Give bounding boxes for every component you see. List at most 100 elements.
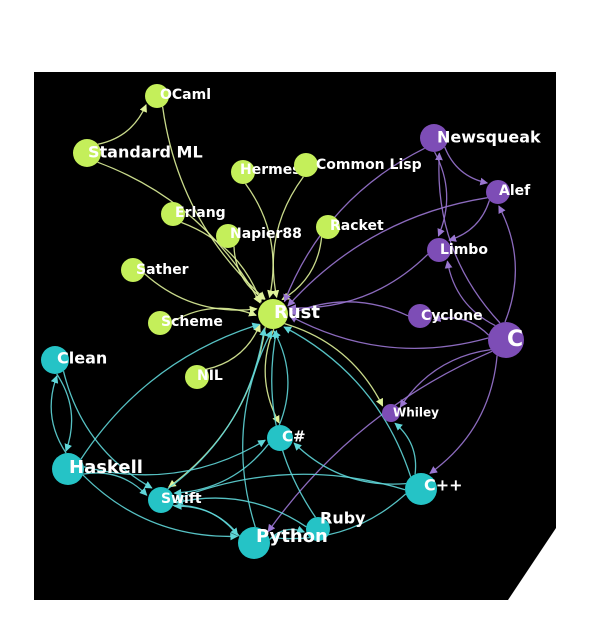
node-haskell: Haskell bbox=[52, 453, 143, 485]
node-limbo: Limbo bbox=[427, 238, 488, 262]
node-circle-csharp bbox=[267, 425, 293, 451]
node-csharp: C# bbox=[267, 425, 306, 451]
node-circle-common-lisp bbox=[294, 153, 318, 177]
edge-python-to-swift bbox=[173, 502, 241, 537]
edge-c-to-python bbox=[267, 350, 493, 533]
edge-hermes-to-rust bbox=[244, 183, 275, 299]
node-circle-newsqueak bbox=[420, 124, 448, 152]
edge-cpp-to-swift bbox=[175, 473, 406, 501]
node-hermes: Hermes bbox=[231, 160, 301, 184]
node-ocaml: OCaml bbox=[145, 84, 211, 108]
node-label-common-lisp: Common Lisp bbox=[316, 157, 422, 173]
edge-alef-to-rust bbox=[287, 197, 488, 307]
edge-newsqueak-to-rust bbox=[283, 147, 425, 303]
edge-csharp-to-swift bbox=[173, 443, 270, 497]
edge-erlang-to-rust bbox=[181, 221, 263, 303]
node-common-lisp: Common Lisp bbox=[294, 153, 422, 177]
node-circle-whiley bbox=[382, 404, 400, 422]
edge-layer bbox=[50, 104, 516, 543]
node-napier88: Napier88 bbox=[216, 224, 302, 248]
node-circle-ocaml bbox=[145, 84, 169, 108]
node-newsqueak: Newsqueak bbox=[420, 124, 541, 152]
node-rust: Rust bbox=[258, 299, 320, 329]
node-circle-rust bbox=[258, 299, 288, 329]
edge-ruby-to-swift bbox=[175, 497, 307, 528]
node-c: C bbox=[488, 322, 524, 358]
node-racket: Racket bbox=[316, 215, 384, 239]
node-python: Python bbox=[238, 526, 328, 559]
edge-common-lisp-to-rust bbox=[271, 176, 304, 299]
edge-haskell-to-rust bbox=[80, 322, 261, 460]
edge-csharp-to-rust bbox=[273, 330, 289, 426]
node-circle-erlang bbox=[161, 202, 185, 226]
node-circle-limbo bbox=[427, 238, 451, 262]
node-label-newsqueak: Newsqueak bbox=[437, 128, 541, 147]
edge-sather-to-rust bbox=[143, 273, 258, 314]
node-standard-ml: Standard ML bbox=[73, 139, 203, 167]
node-label-napier88: Napier88 bbox=[230, 226, 302, 242]
edge-haskell-to-clean bbox=[50, 375, 67, 454]
edge-napier88-to-rust bbox=[233, 246, 266, 300]
node-label-csharp: C# bbox=[282, 428, 306, 446]
edge-standard-ml-to-rust bbox=[97, 161, 261, 304]
edge-scheme-to-rust bbox=[171, 307, 257, 323]
node-ruby: Ruby bbox=[306, 509, 366, 541]
node-label-whiley: Whiley bbox=[393, 406, 439, 420]
node-cyclone: Cyclone bbox=[408, 304, 483, 328]
edge-nil-to-rust bbox=[206, 324, 261, 370]
node-circle-c bbox=[488, 322, 524, 358]
node-circle-napier88 bbox=[216, 224, 240, 248]
edge-haskell-to-csharp bbox=[83, 439, 266, 476]
node-label-rust: Rust bbox=[274, 302, 320, 323]
poster-background bbox=[34, 72, 556, 600]
edge-haskell-to-python bbox=[82, 474, 239, 541]
node-label-python: Python bbox=[256, 526, 328, 547]
node-circle-alef bbox=[486, 180, 510, 204]
node-swift: Swift bbox=[148, 487, 202, 513]
node-label-cyclone: Cyclone bbox=[421, 308, 483, 324]
node-circle-clean bbox=[41, 346, 69, 374]
node-label-limbo: Limbo bbox=[440, 242, 488, 258]
edge-standard-ml-to-ocaml bbox=[97, 104, 147, 145]
node-cpp: C++ bbox=[405, 473, 463, 505]
node-circle-python bbox=[238, 527, 270, 559]
node-label-nil: NIL bbox=[197, 368, 223, 384]
node-circle-cyclone bbox=[408, 304, 432, 328]
node-label-scheme: Scheme bbox=[161, 314, 223, 330]
node-label-swift: Swift bbox=[161, 491, 202, 507]
node-label-racket: Racket bbox=[330, 218, 384, 234]
edge-c-to-cyclone bbox=[432, 314, 490, 336]
node-circle-haskell bbox=[52, 453, 84, 485]
node-sather: Sather bbox=[121, 258, 189, 282]
edge-cpp-to-csharp bbox=[293, 442, 407, 485]
edge-newsqueak-to-alef bbox=[444, 146, 489, 186]
node-whiley: Whiley bbox=[382, 404, 439, 422]
node-circle-standard-ml bbox=[73, 139, 101, 167]
node-circle-sather bbox=[121, 258, 145, 282]
node-erlang: Erlang bbox=[161, 202, 226, 226]
edge-haskell-to-swift bbox=[83, 472, 148, 496]
node-label-standard-ml: Standard ML bbox=[88, 143, 203, 162]
node-label-ruby: Ruby bbox=[320, 509, 366, 528]
node-circle-nil bbox=[185, 365, 209, 389]
node-label-haskell: Haskell bbox=[69, 457, 143, 478]
node-clean: Clean bbox=[41, 346, 107, 374]
edge-cpp-to-rust bbox=[283, 326, 412, 478]
node-label-cpp: C++ bbox=[424, 476, 463, 495]
node-nil: NIL bbox=[185, 365, 223, 389]
edge-alef-to-limbo bbox=[448, 200, 491, 242]
edge-cpp-to-whiley bbox=[394, 422, 417, 475]
node-scheme: Scheme bbox=[148, 311, 223, 335]
node-label-sather: Sather bbox=[136, 262, 189, 278]
node-label-ocaml: OCaml bbox=[160, 87, 211, 103]
edge-c-to-newsqueak bbox=[435, 152, 501, 324]
node-alef: Alef bbox=[486, 180, 531, 204]
node-circle-hermes bbox=[231, 160, 255, 184]
edge-cpp-to-python bbox=[270, 493, 407, 543]
edge-cyclone-to-rust bbox=[289, 301, 409, 317]
node-circle-scheme bbox=[148, 311, 172, 335]
node-label-clean: Clean bbox=[57, 349, 107, 368]
